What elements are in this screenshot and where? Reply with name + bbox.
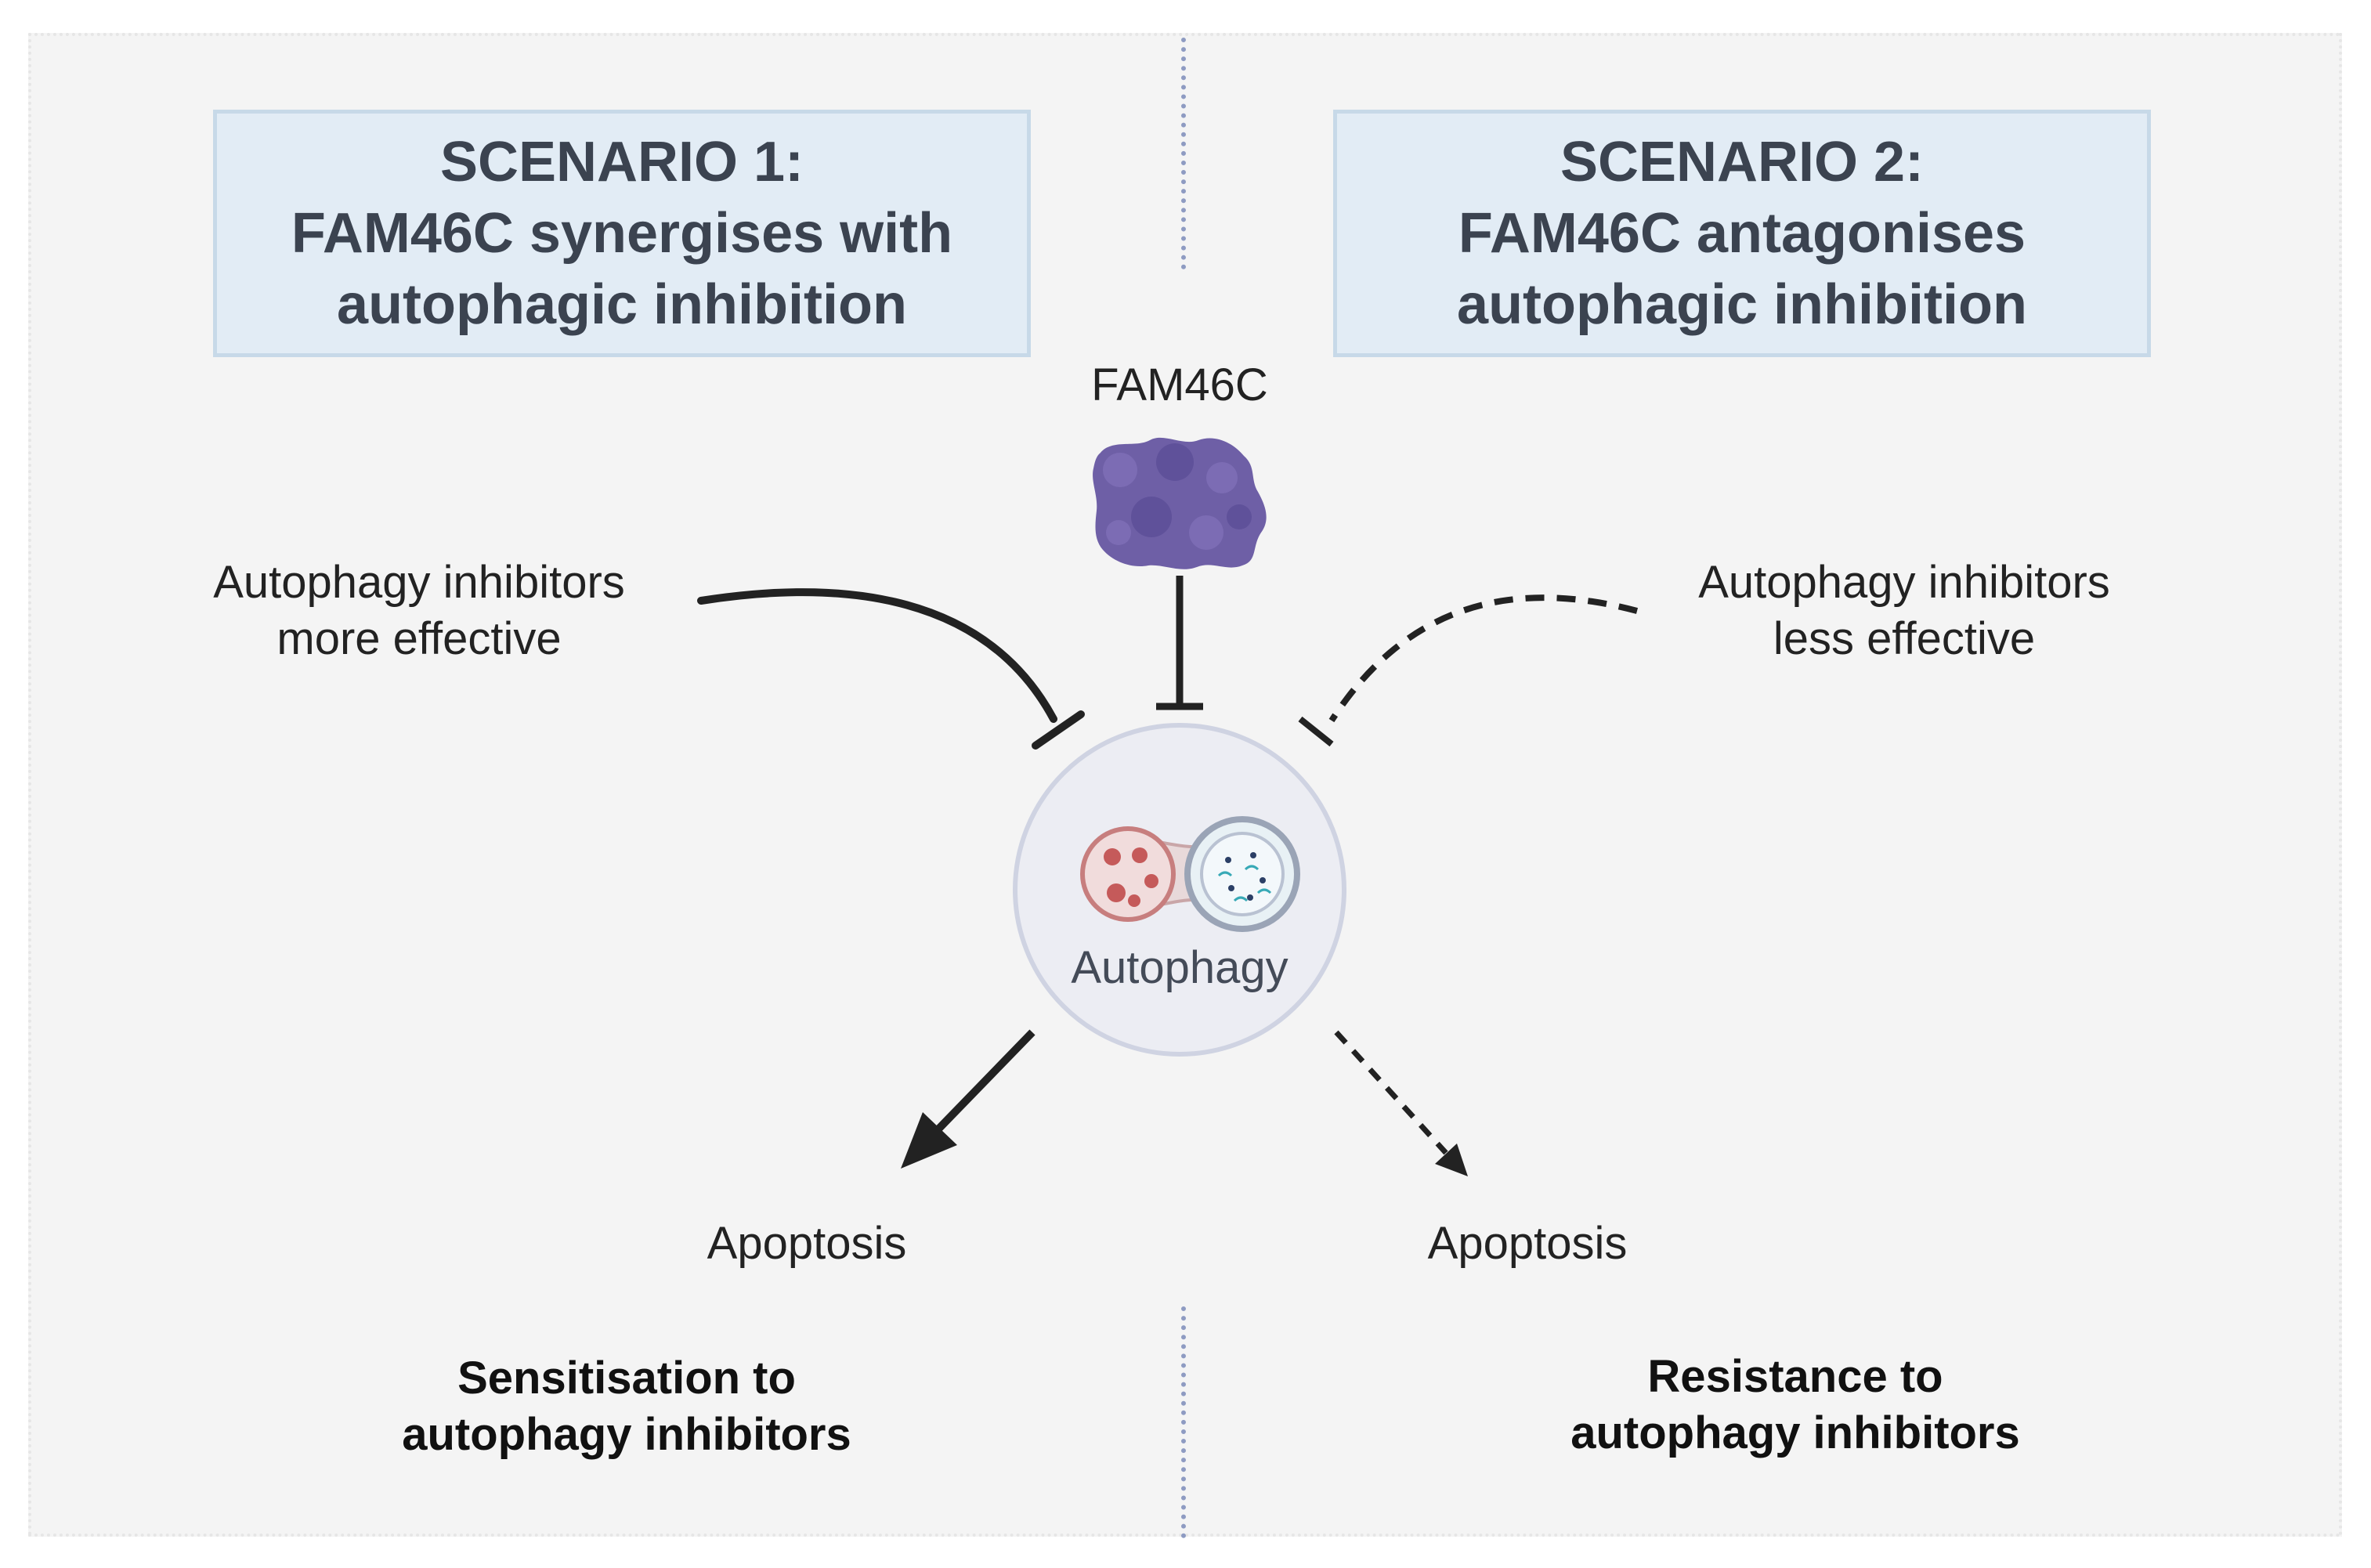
right-inhibitors-label: Autophagy inhibitors less effective: [1634, 555, 2174, 667]
fam46c-inhibition-arrow: [1156, 576, 1203, 710]
scenario-2-line-2: FAM46C antagonises: [1458, 201, 2026, 265]
autophagy-label: Autophagy: [1071, 942, 1289, 993]
right-inhibitor-arrow: [1298, 594, 1639, 747]
left-inhibitors-line-1: Autophagy inhibitors: [213, 557, 625, 608]
left-inhibitors-line-2: more effective: [276, 613, 562, 664]
right-apoptosis-label: Apoptosis: [1427, 1218, 1628, 1269]
autophagosome-icon: [1080, 816, 1300, 932]
left-inhibitors-label: Autophagy inhibitors more effective: [149, 555, 689, 667]
left-outcome-line-2: autophagy inhibitors: [402, 1409, 851, 1460]
scenario-2-box: SCENARIO 2: FAM46C antagonises autophagi…: [1333, 110, 2151, 357]
right-outcome-line-2: autophagy inhibitors: [1570, 1407, 2020, 1458]
scenario-1-line-3: autophagic inhibition: [337, 273, 907, 336]
fam46c-label: FAM46C: [1091, 359, 1268, 410]
scenario-2-title: SCENARIO 2:: [1560, 130, 1925, 193]
right-outcome-label: Resistance to autophagy inhibitors: [1498, 1349, 2093, 1461]
top-divider: [1181, 38, 1186, 269]
left-outcome-line-1: Sensitisation to: [457, 1353, 796, 1404]
bottom-divider: [1181, 1306, 1186, 1538]
left-inhibitor-arrow: [697, 588, 1085, 750]
left-apoptosis-label: Apoptosis: [707, 1218, 907, 1269]
right-inhibitors-line-1: Autophagy inhibitors: [1698, 557, 2110, 608]
scenario-2-line-3: autophagic inhibition: [1457, 273, 2027, 336]
fam46c-protein-icon: [1093, 437, 1267, 569]
scenario-1-box: SCENARIO 1: FAM46C synergises with autop…: [213, 110, 1031, 357]
right-outcome-line-1: Resistance to: [1647, 1351, 1943, 1402]
right-inhibitors-line-2: less effective: [1773, 613, 2036, 664]
left-apoptosis-arrow: [901, 1029, 1036, 1169]
scenario-1-title: SCENARIO 1:: [439, 130, 804, 193]
left-outcome-label: Sensitisation to autophagy inhibitors: [329, 1350, 924, 1463]
scenario-1-line-2: FAM46C synergises with: [291, 201, 953, 265]
right-apoptosis-arrow: [1334, 1030, 1468, 1176]
